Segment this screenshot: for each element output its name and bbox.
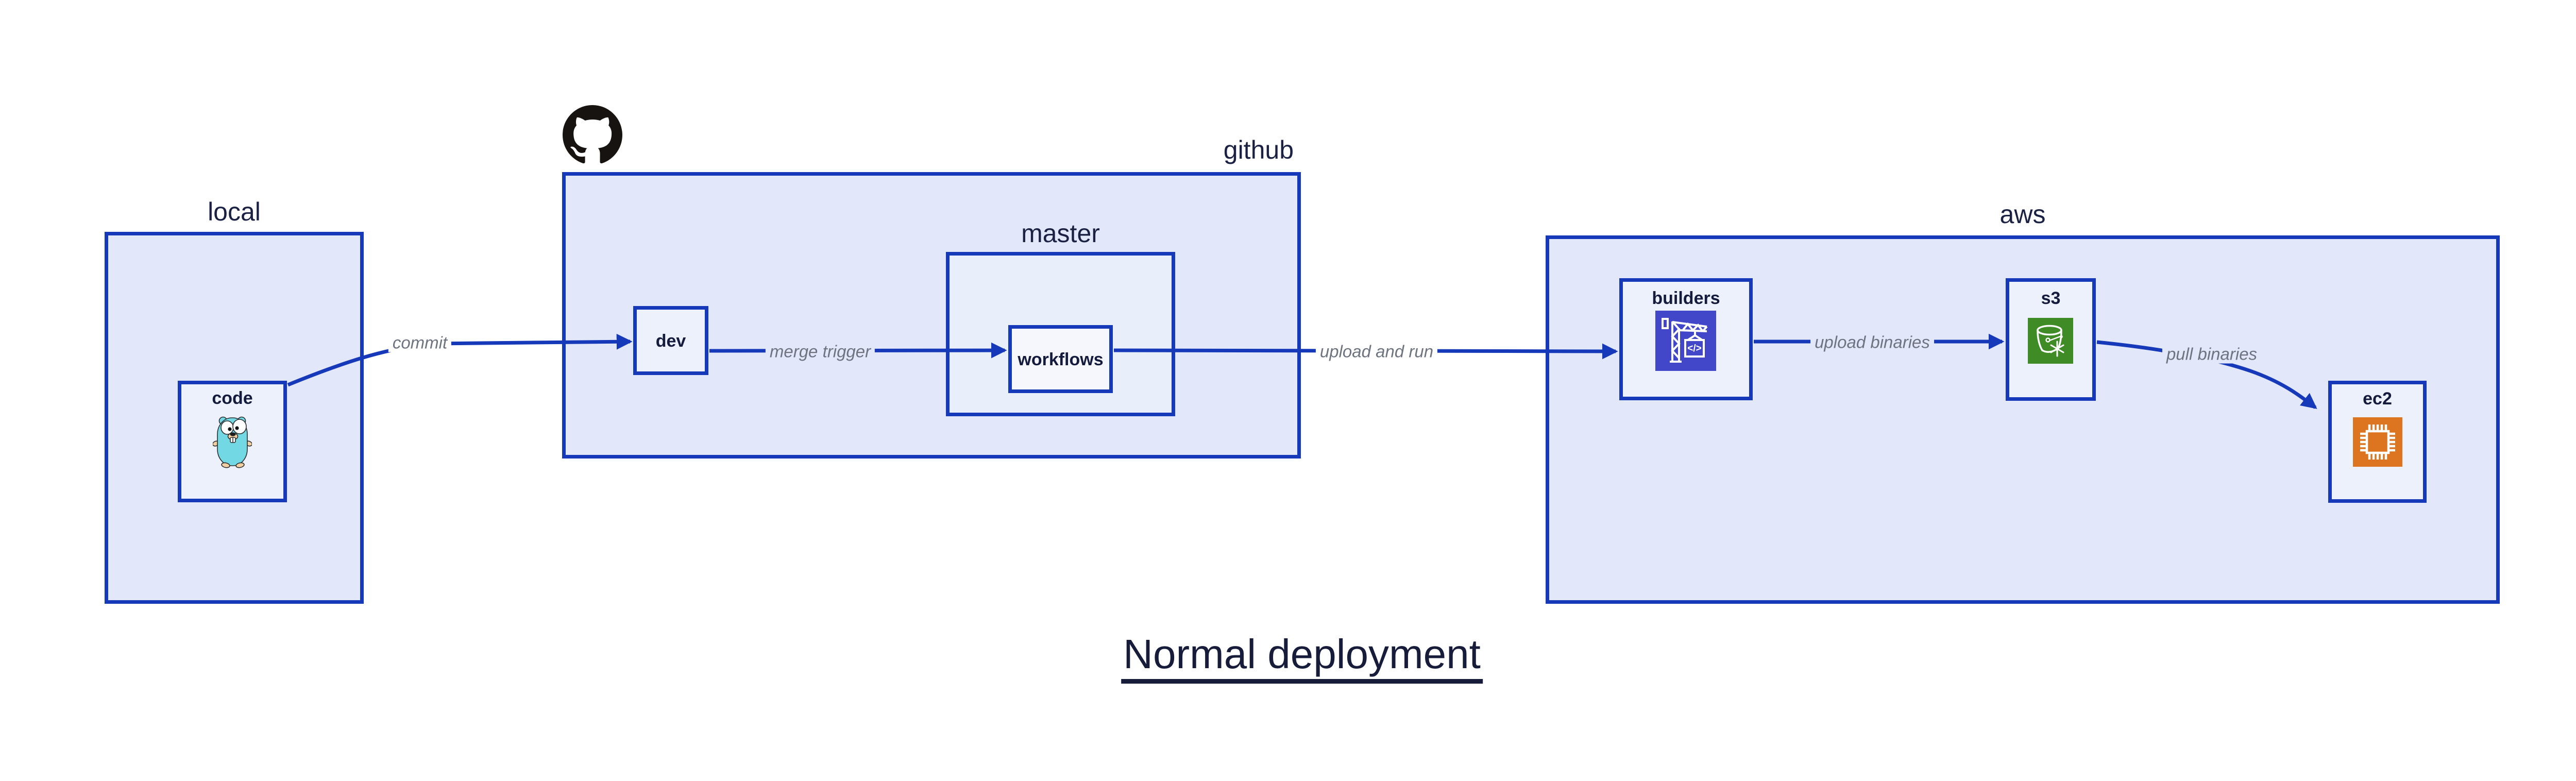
node-s3-label: s3 bbox=[2041, 288, 2061, 308]
codebuild-crane-icon: </> bbox=[1655, 311, 1716, 371]
node-workflows-box bbox=[1008, 325, 1113, 393]
node-workflows-label: workflows bbox=[1018, 350, 1104, 369]
node-builders-box bbox=[1619, 278, 1753, 400]
node-dev-box bbox=[633, 306, 708, 375]
group-aws-label: aws bbox=[1999, 200, 2046, 229]
edge-upload-binaries-label: upload binaries bbox=[1810, 332, 1934, 352]
go-gopher-icon bbox=[212, 414, 253, 468]
node-ec2-label: ec2 bbox=[2363, 389, 2392, 409]
diagram-title-wrap: Normal deployment bbox=[1121, 633, 1483, 684]
edge-pull-binaries-label: pull binaries bbox=[2162, 344, 2262, 364]
edge-merge-trigger-label: merge trigger bbox=[765, 342, 875, 361]
edge-upload-and-run-label: upload and run bbox=[1315, 342, 1438, 361]
node-builders-label: builders bbox=[1652, 288, 1720, 308]
github-octocat-icon bbox=[563, 104, 622, 166]
s3-glacier-bucket-icon bbox=[2028, 318, 2073, 364]
svg-text:</>: </> bbox=[1687, 343, 1701, 354]
diagram-title: Normal deployment bbox=[1121, 633, 1483, 684]
node-dev-label: dev bbox=[655, 331, 686, 351]
node-code-label: code bbox=[212, 388, 253, 408]
ec2-chip-icon bbox=[2353, 417, 2402, 467]
group-github-label: github bbox=[1223, 135, 1294, 164]
edge-commit-label: commit bbox=[388, 333, 452, 352]
group-local-label: local bbox=[208, 197, 261, 226]
group-master-label: master bbox=[1021, 219, 1100, 248]
